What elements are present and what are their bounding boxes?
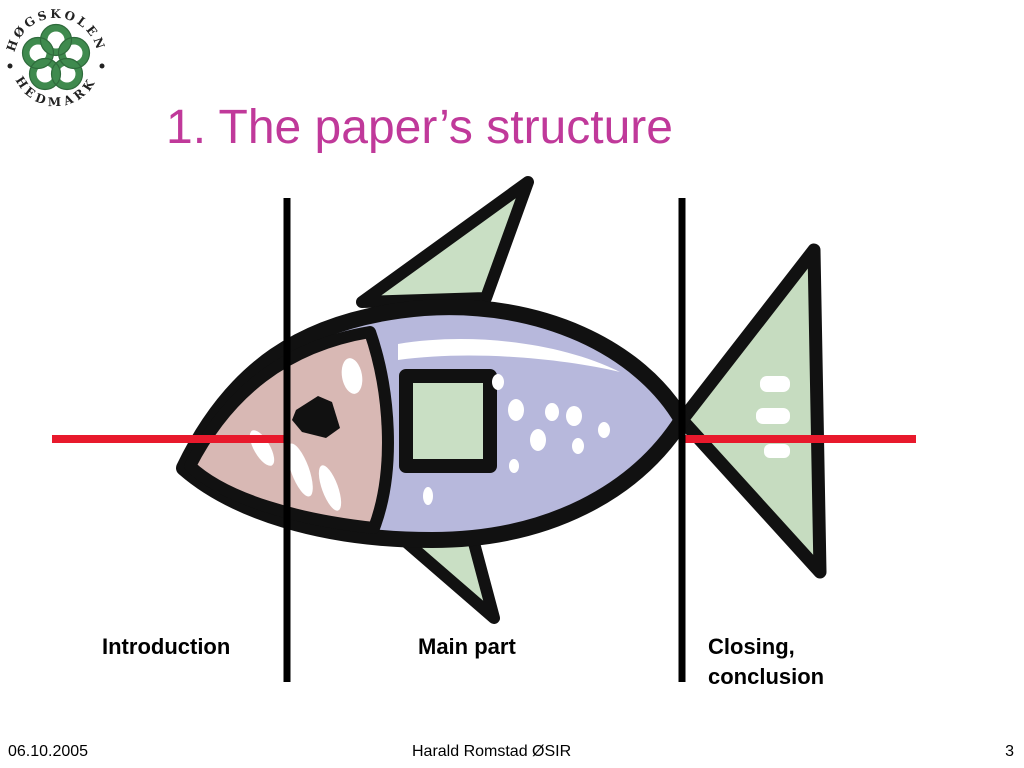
logo-dot-right [99,63,105,69]
fish-icon [176,176,827,624]
body-highlight [398,339,620,372]
label-main-part: Main part [418,634,516,659]
footer-page-number: 3 [1005,743,1014,760]
gill-panel [399,369,497,473]
label-closing-line1: Closing, [708,634,795,659]
label-closing-line2: conclusion [708,664,825,689]
footer-author: Harald Romstad ØSIR [412,743,572,760]
hogskolen-hedmark-logo: HØGSKOLEN HEDMARK [4,7,106,109]
footer-date: 06.10.2005 [8,743,89,760]
label-introduction: Introduction [102,634,231,659]
tail-fin [675,243,827,579]
label-closing: Closing, conclusion [708,632,908,692]
top-fin [356,176,534,308]
body-spots [423,374,610,505]
slide-title: 1. The paper’s structure [166,101,673,154]
tail-highlights [756,376,790,458]
logo-rings [22,24,90,90]
logo-dot-left [7,63,13,69]
head-highlights [249,358,363,511]
fish-eye [292,396,340,438]
